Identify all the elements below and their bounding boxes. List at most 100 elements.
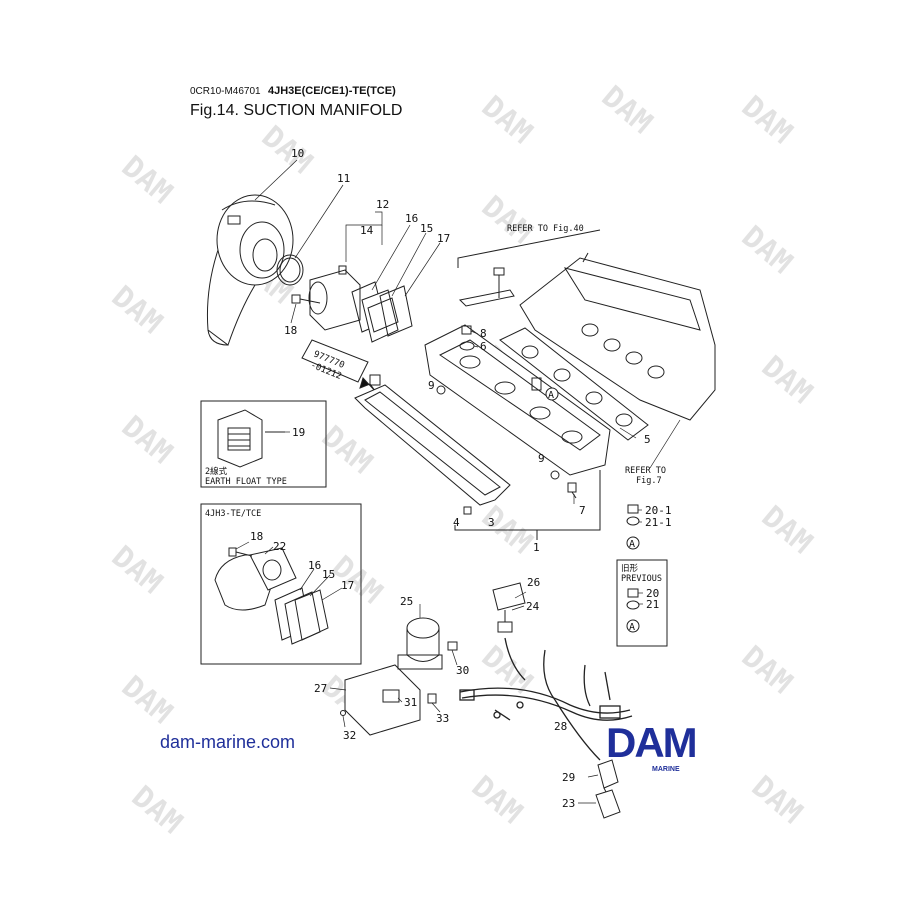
te-tce-label: 4JH3-TE/TCE bbox=[205, 509, 261, 519]
callout: 12 bbox=[376, 198, 389, 211]
watermark-text: DAM bbox=[105, 539, 169, 601]
manifold-gasket bbox=[354, 384, 511, 506]
intake-silencer bbox=[206, 194, 294, 346]
callout: 23 bbox=[562, 797, 575, 810]
bolt-4 bbox=[463, 506, 472, 515]
website-link[interactable]: dam-marine.com bbox=[160, 732, 296, 752]
watermark-text: DAM bbox=[755, 499, 819, 561]
callout: 30 bbox=[456, 664, 469, 677]
marker-A-text: A bbox=[629, 622, 635, 633]
engine-model: 4JH3E(CE/CE1)-TE(TCE) bbox=[268, 85, 396, 97]
callout: 10 bbox=[291, 147, 304, 160]
watermark-text: DAM bbox=[255, 119, 319, 181]
watermark-text: DAM bbox=[465, 769, 529, 831]
watermark-text: DAM bbox=[735, 89, 799, 151]
callout: 22 bbox=[273, 540, 286, 553]
pointer-arrow bbox=[359, 377, 377, 393]
callout: 18 bbox=[250, 530, 263, 543]
watermark-text: DAM bbox=[755, 349, 819, 411]
inset-te-tce bbox=[200, 503, 362, 665]
callout: 8 bbox=[480, 327, 487, 340]
inset-earth-float bbox=[200, 400, 327, 488]
callout-numbers: 10 11 12 14 16 15 17 18 8 6 9 9 5 19 7 4… bbox=[250, 147, 672, 810]
previous-label: PREVIOUS bbox=[621, 574, 662, 584]
logo-subtitle: MARINE bbox=[652, 766, 680, 773]
callout: 7 bbox=[579, 504, 586, 517]
watermark-text: DAM bbox=[115, 669, 179, 731]
callout: 9 bbox=[428, 379, 435, 392]
bolt-7 bbox=[567, 482, 577, 499]
watermark-text: DAM bbox=[475, 189, 539, 251]
bolt-18 bbox=[291, 294, 321, 304]
watermark-text: DAM bbox=[125, 779, 189, 841]
sensor-23 bbox=[595, 789, 621, 819]
watermark-text: DAM bbox=[745, 769, 809, 831]
previous-jp: 旧形 bbox=[621, 564, 639, 574]
callout: 20 bbox=[646, 587, 659, 600]
wire-harness bbox=[459, 637, 633, 761]
plug-20-1 bbox=[626, 504, 640, 526]
callout: 15 bbox=[420, 222, 433, 235]
callout: 4 bbox=[453, 516, 460, 529]
watermark-text: DAM bbox=[115, 409, 179, 471]
port-gasket bbox=[499, 327, 649, 441]
document-code: 0CR10-M46701 bbox=[190, 86, 261, 97]
marker-A-text: A bbox=[548, 390, 554, 401]
callout: 20-1 bbox=[645, 504, 672, 517]
callout: 28 bbox=[554, 720, 567, 733]
callout: 3 bbox=[488, 516, 495, 529]
relay-26 bbox=[492, 582, 526, 633]
callout: 16 bbox=[308, 559, 321, 572]
intake-heater-stack bbox=[351, 281, 413, 343]
callout: 19 bbox=[292, 426, 305, 439]
callout: 17 bbox=[341, 579, 354, 592]
callout: 1 bbox=[533, 541, 540, 554]
earth-float-jp: 2線式 bbox=[205, 466, 228, 477]
refer-fig7-line1: REFER TO bbox=[625, 466, 666, 476]
clamp-ring bbox=[276, 254, 304, 286]
marker-A-text: A bbox=[629, 539, 635, 550]
label-plate bbox=[301, 339, 381, 386]
callout: 17 bbox=[437, 232, 450, 245]
callout: 25 bbox=[400, 595, 413, 608]
callout: 9 bbox=[538, 452, 545, 465]
callout: 15 bbox=[322, 568, 335, 581]
callout: 21 bbox=[646, 598, 659, 611]
dam-logo: DAM bbox=[606, 719, 698, 766]
bracket-fig40 bbox=[457, 229, 601, 307]
watermark-text: DAM bbox=[475, 89, 539, 151]
callout: 11 bbox=[337, 172, 350, 185]
callout: 32 bbox=[343, 729, 356, 742]
figure-title: Fig.14. SUCTION MANIFOLD bbox=[190, 102, 403, 119]
watermark-text: DAM bbox=[105, 279, 169, 341]
callout-A-markers: A A A bbox=[545, 387, 640, 633]
callout: 14 bbox=[360, 224, 374, 237]
logo-text: DAM bbox=[606, 719, 696, 766]
callout: 6 bbox=[480, 340, 487, 353]
callout: 16 bbox=[405, 212, 418, 225]
earth-float-label: EARTH FLOAT TYPE bbox=[205, 477, 287, 487]
reference-notes: REFER TO Fig.40 REFER TO Fig.7 2線式 EARTH… bbox=[205, 224, 666, 584]
nut-9 bbox=[436, 385, 560, 480]
refer-fig40-text: REFER TO Fig.40 bbox=[507, 224, 584, 234]
callout: 5 bbox=[644, 433, 651, 446]
watermark-text: DAM bbox=[315, 419, 379, 481]
callout: 24 bbox=[526, 600, 540, 613]
assembly-bracket-1 bbox=[454, 470, 601, 540]
leader-lines bbox=[235, 159, 681, 804]
watermark-text: DAM bbox=[735, 639, 799, 701]
cylinder-head bbox=[519, 252, 716, 421]
refer-fig7-line2: Fig.7 bbox=[636, 476, 662, 486]
callout: 27 bbox=[314, 682, 327, 695]
solenoid-25 bbox=[340, 617, 458, 736]
watermark-text: DAM bbox=[115, 149, 179, 211]
watermark-text: DAM bbox=[735, 219, 799, 281]
callout: 31 bbox=[404, 696, 417, 709]
callout: 18 bbox=[284, 324, 297, 337]
elbow-pipe bbox=[308, 265, 361, 331]
callout: 33 bbox=[436, 712, 449, 725]
callout: 29 bbox=[562, 771, 575, 784]
callout: 21-1 bbox=[645, 516, 672, 529]
